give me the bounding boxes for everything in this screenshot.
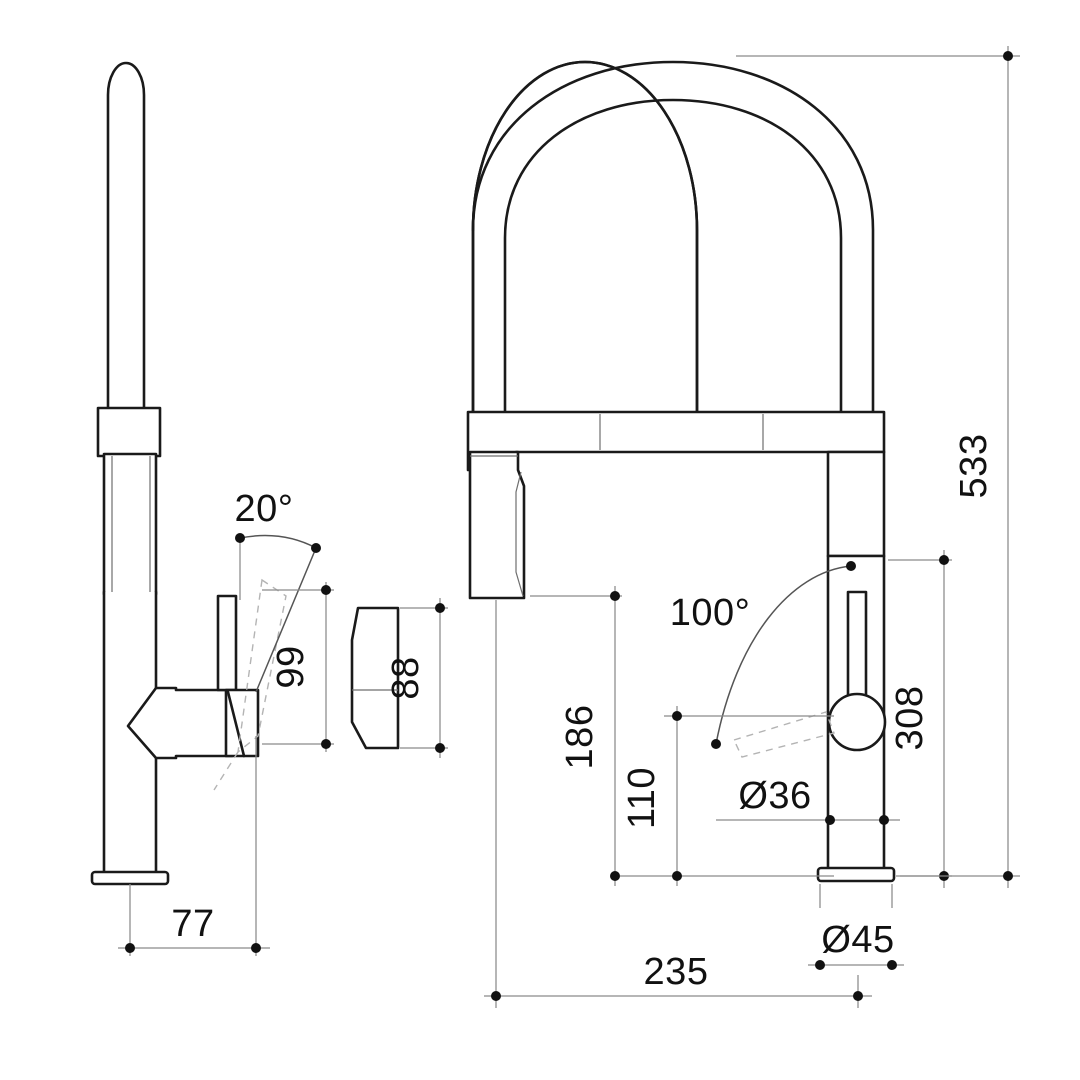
dimension-88-label: 88 <box>385 656 427 699</box>
angle20-arc <box>239 534 317 549</box>
angle20-leader <box>255 547 317 693</box>
ghost-handle-raised <box>237 578 287 754</box>
dimension-77-label: 77 <box>171 903 214 945</box>
handle-profile-detail <box>350 606 400 750</box>
dimension-186: 186 <box>530 586 622 886</box>
angle100-dot-top <box>846 561 856 571</box>
d308-dot-top <box>939 555 949 565</box>
d110-dot-top <box>672 711 682 721</box>
dimension-186-label: 186 <box>559 705 601 770</box>
dimension-dia-36: Ø36 <box>716 775 900 825</box>
angle100-dot-bottom <box>711 739 721 749</box>
d110-dot-bottom <box>672 871 682 881</box>
column-upper <box>826 450 886 558</box>
handle-profile-outline <box>350 606 400 750</box>
side-body-barrel <box>102 452 158 596</box>
front-elevation-view <box>466 60 896 883</box>
arch-inner <box>503 98 843 420</box>
d88-dot-top <box>435 603 445 613</box>
d36-dot-left <box>825 815 835 825</box>
dimension-110-label: 110 <box>621 767 663 829</box>
base-flange <box>816 866 896 883</box>
angle100-arc <box>715 565 852 745</box>
dimension-dia-45-label: Ø45 <box>821 919 894 961</box>
wand-tube <box>106 61 146 412</box>
dimension-533: 533 <box>736 46 1020 888</box>
d77-dot-left <box>125 943 135 953</box>
dimension-angle-100-label: 100° <box>670 592 751 634</box>
gooseneck-outer-arc-mirror <box>471 60 699 414</box>
dimension-angle-20: 20° <box>235 488 321 693</box>
arch-outer <box>471 60 875 420</box>
ghost-handle-tail <box>213 751 239 791</box>
dimension-99: 99 <box>262 582 334 752</box>
d533-dot-bottom <box>1003 871 1013 881</box>
gooseneck-outer-arc <box>471 60 699 414</box>
d99-dot-bottom <box>321 739 331 749</box>
dimension-533-label: 533 <box>953 434 995 499</box>
dimension-308-label: 308 <box>889 686 931 751</box>
d36-dot-right <box>879 815 889 825</box>
ghost-handle-swivel <box>733 711 835 758</box>
dimension-77: 77 <box>118 736 270 956</box>
d235-dot-right <box>853 991 863 1001</box>
d186-dot-bottom <box>610 871 620 881</box>
dimension-angle-20-label: 20° <box>235 488 294 530</box>
handle-pivot-ball <box>827 692 887 752</box>
spout-horizontal-bar <box>466 410 886 472</box>
angle20-dot-left <box>235 533 245 543</box>
d77-dot-right <box>251 943 261 953</box>
spray-head-inner-edge <box>515 471 524 597</box>
d45-dot-right <box>887 960 897 970</box>
d533-dot-top <box>1003 51 1013 61</box>
dimension-308: 308 <box>888 550 952 888</box>
dimension-99-label: 99 <box>270 645 312 688</box>
side-base-flange <box>90 870 170 886</box>
d99-dot-top <box>321 585 331 595</box>
d88-dot-bottom <box>435 743 445 753</box>
spray-head <box>468 450 526 600</box>
dimension-235: 235 <box>484 600 872 1008</box>
side-elevation-view <box>90 61 287 886</box>
dimension-235-label: 235 <box>644 951 709 993</box>
wand-collar <box>96 406 162 458</box>
dimension-88: 88 <box>385 598 448 758</box>
dimension-angle-100: 100° <box>670 561 856 758</box>
d186-dot-top <box>610 591 620 601</box>
dimension-dia-45: Ø45 <box>808 884 904 970</box>
side-handle-hub-bevel <box>226 690 246 758</box>
dimension-dia-36-label: Ø36 <box>738 775 811 817</box>
side-spout-nose <box>126 686 234 760</box>
d235-dot-left <box>491 991 501 1001</box>
angle20-dot-right <box>311 543 321 553</box>
dimension-110: 110 <box>620 706 834 886</box>
d45-dot-left <box>815 960 825 970</box>
side-handle-lever <box>216 594 238 692</box>
